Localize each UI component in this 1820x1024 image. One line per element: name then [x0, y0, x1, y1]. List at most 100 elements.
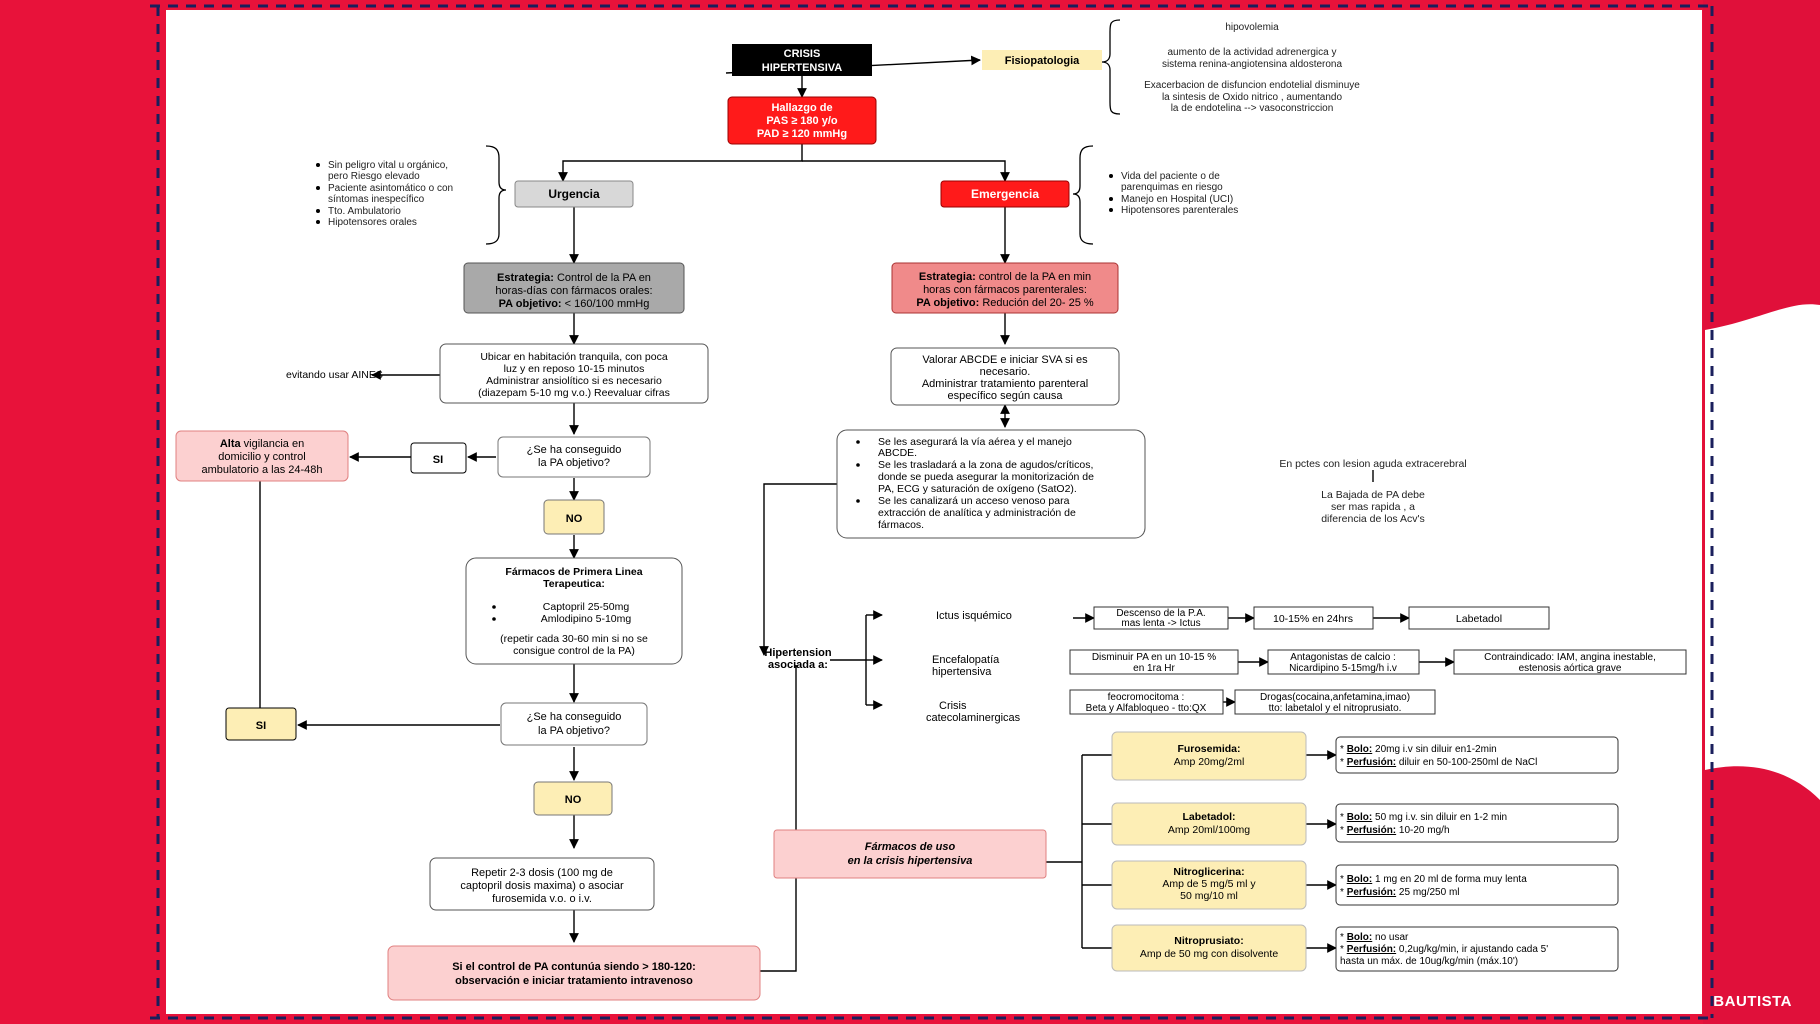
- svg-text:hipertensiva: hipertensiva: [932, 666, 992, 678]
- svg-text:Fármacos de uso: Fármacos de uso: [865, 841, 956, 853]
- svg-text:estenosis aórtica grave: estenosis aórtica grave: [1519, 663, 1622, 674]
- arrow-to-urgencia: [558, 144, 803, 182]
- svg-text:* Bolo: 20mg i.v sin diluir e: * Bolo: 20mg i.v sin diluir en1-2min: [1340, 744, 1497, 755]
- brace-emergencia: [1072, 145, 1094, 245]
- svg-text:diferencia de los Acv's: diferencia de los Acv's: [1321, 513, 1425, 525]
- svg-text:Nitroprusiato:: Nitroprusiato:: [1174, 935, 1243, 947]
- drug-nitroglicerina-dose: * Bolo: 1 mg en 20 ml de forma muy lenta…: [1335, 864, 1619, 906]
- svg-text:Amp 20ml/100mg: Amp 20ml/100mg: [1168, 824, 1250, 836]
- svg-text:Valorar ABCDE e iniciar SVA si: Valorar ABCDE e iniciar SVA si es: [922, 354, 1088, 366]
- drug-nitroprusiato-dose: * Bolo: no usar * Perfusión: 0,2ug/kg/mi…: [1335, 926, 1619, 972]
- svg-text:hipovolemia: hipovolemia: [1225, 22, 1279, 33]
- crisis-b2: Drogas(cocaina,anfetamina,imao) tto: lab…: [1234, 689, 1436, 715]
- drug-nitroprusiato: Nitroprusiato: Amp de 50 mg con disolven…: [1111, 924, 1307, 972]
- encef-b2: Antagonistas de calcio : Nicardipino 5-1…: [1267, 649, 1420, 675]
- svg-text:Amp de 50 mg con disolvente: Amp de 50 mg con disolvente: [1140, 948, 1278, 960]
- svg-text:necesario.: necesario.: [980, 366, 1031, 378]
- svg-text:Fármacos de Primera Linea: Fármacos de Primera Linea: [505, 566, 642, 578]
- svg-text:PA objetivo: Redución del 20-: PA objetivo: Redución del 20- 25 %: [916, 297, 1094, 309]
- svg-text:Hallazgo de: Hallazgo de: [771, 102, 832, 114]
- repetir-box: Repetir 2-3 dosis (100 mg de captopril d…: [429, 857, 655, 911]
- ictus-b1: Descenso de la P.A. mas lenta -> Ictus: [1093, 606, 1229, 630]
- lesion-note: En pctes con lesion aguda extracerebral …: [1279, 458, 1466, 525]
- side-wave-shape: [1705, 304, 1820, 800]
- farmacos-primera-linea-box: Fármacos de Primera Linea Terapeutica: C…: [465, 557, 683, 665]
- svg-text:ser mas rapida , a: ser mas rapida , a: [1331, 501, 1415, 513]
- svg-text:Paciente asintomático o con: Paciente asintomático o con: [328, 183, 453, 194]
- valorar-box: Valorar ABCDE e iniciar SVA si es necesa…: [890, 347, 1120, 406]
- encef-b1: Disminuir PA en un 10-15 % en 1ra Hr: [1069, 649, 1239, 675]
- svg-text:Alta vigilancia en: Alta vigilancia en: [220, 438, 304, 450]
- svg-text:* Perfusión: diluir en 50-100-: * Perfusión: diluir en 50-100-250ml de N…: [1340, 757, 1537, 768]
- svg-text:* Bolo: 50 mg i.v. sin diluir: * Bolo: 50 mg i.v. sin diluir en 1-2 min: [1340, 812, 1507, 823]
- svg-text:la PA objetivo?: la PA objetivo?: [538, 725, 610, 737]
- svg-text:Administrar ansiolítico si es: Administrar ansiolítico si es necesario: [486, 375, 662, 387]
- svg-text:NO: NO: [566, 513, 583, 525]
- svg-text:en 1ra Hr: en 1ra Hr: [1133, 663, 1175, 674]
- brace-urgencia: [485, 145, 507, 245]
- svg-text:fármacos.: fármacos.: [878, 519, 924, 531]
- slide-canvas: CRISIS HIPERTENSIVA Fisiopatologia hipov…: [166, 10, 1702, 1014]
- hipertension-label: Hipertension asociada a:: [764, 647, 832, 671]
- ictus-b2: 10-15% en 24hrs: [1253, 606, 1374, 630]
- svg-text:Sin peligro vital u orgánico,: Sin peligro vital u orgánico,: [328, 160, 448, 171]
- svg-text:horas-días con fármacos orales: horas-días con fármacos orales:: [495, 285, 652, 297]
- svg-text:Terapeutica:: Terapeutica:: [543, 578, 605, 590]
- svg-text:Tto. Ambulatorio: Tto. Ambulatorio: [328, 206, 401, 217]
- svg-text:PA objetivo: < 160/100 mmHg: PA objetivo: < 160/100 mmHg: [499, 298, 650, 310]
- si2-box: SI: [225, 707, 297, 741]
- svg-text:Estrategia: control de la PA e: Estrategia: control de la PA en min: [919, 271, 1091, 283]
- brace-fisiopatologia: [1101, 19, 1121, 115]
- svg-text:parenquimas en riesgo: parenquimas en riesgo: [1121, 182, 1223, 193]
- svg-text:Labetadol:: Labetadol:: [1182, 811, 1235, 823]
- emergencia-bullets-box: Se les asegurará la vía aérea y el manej…: [836, 429, 1146, 539]
- svg-text:feocromocitoma :: feocromocitoma :: [1108, 692, 1185, 703]
- svg-text:pero Riesgo elevado: pero Riesgo elevado: [328, 171, 420, 182]
- ictus-label: Ictus isquémico: [936, 610, 1012, 622]
- svg-text:catecolaminergicas: catecolaminergicas: [926, 712, 1021, 724]
- svg-text:Ubicar en habitación tranquila: Ubicar en habitación tranquila, con poca: [480, 351, 668, 363]
- footer-brand: BAUTISTA: [1713, 993, 1792, 1010]
- svg-text:NO: NO: [565, 794, 582, 806]
- urgencia-box: Urgencia: [514, 180, 634, 208]
- svg-text:aumento de la actividad adrene: aumento de la actividad adrenergica y: [1168, 47, 1337, 58]
- svg-text:SI: SI: [256, 720, 266, 732]
- flowchart: CRISIS HIPERTENSIVA Fisiopatologia hipov…: [175, 19, 1687, 1001]
- svg-text:en la crisis hipertensiva: en la crisis hipertensiva: [848, 855, 973, 867]
- svg-text:observación e iniciar tratamie: observación e iniciar tratamiento intrav…: [455, 975, 693, 987]
- svg-text:Descenso de la P.A.: Descenso de la P.A.: [1116, 608, 1205, 619]
- svg-text:* Bolo: 1 mg en 20 ml de forma: * Bolo: 1 mg en 20 ml de forma muy lenta: [1340, 874, 1527, 885]
- no2-box: NO: [533, 781, 613, 816]
- svg-text:(repetir cada 30-60 min si no: (repetir cada 30-60 min si no se: [500, 633, 648, 645]
- svg-text:asociada a:: asociada a:: [768, 659, 828, 671]
- svg-text:la PA objetivo?: la PA objetivo?: [538, 457, 610, 469]
- drug-labetadol-dose: * Bolo: 50 mg i.v. sin diluir en 1-2 min…: [1335, 803, 1619, 843]
- encef-label: Encefalopatía hipertensiva: [932, 654, 1000, 678]
- svg-text:Nicardipino 5-15mg/h i.v: Nicardipino 5-15mg/h i.v: [1289, 663, 1397, 674]
- hallazgo-box: Hallazgo de PAS ≥ 180 y/o PAD ≥ 120 mmHg: [727, 96, 877, 145]
- svg-text:ambulatorio a las 24-48h: ambulatorio a las 24-48h: [201, 464, 322, 476]
- svg-text:¿Se ha conseguido: ¿Se ha conseguido: [527, 711, 622, 723]
- svg-text:CRISIS: CRISIS: [784, 48, 821, 60]
- svg-text:Furosemida:: Furosemida:: [1177, 743, 1240, 755]
- svg-text:En pctes con lesion aguda ext: En pctes con lesion aguda extracerebral: [1279, 458, 1466, 470]
- fisiopatologia-list: hipovolemia aumento de la actividad adre…: [1144, 22, 1360, 114]
- svg-text:consigue control de la PA): consigue control de la PA): [513, 645, 635, 657]
- aines-note: evitando usar AINES: [286, 369, 383, 381]
- svg-text:Manejo en Hospital (UCI): Manejo en Hospital (UCI): [1121, 194, 1233, 205]
- drug-labetadol: Labetadol: Amp 20ml/100mg: [1111, 802, 1307, 846]
- svg-text:hasta un máx. de 10ug/kg/min (: hasta un máx. de 10ug/kg/min (máx.10'): [1340, 956, 1518, 967]
- svg-text:Beta y Alfabloqueo - tto:QX: Beta y Alfabloqueo - tto:QX: [1086, 703, 1207, 714]
- farmacos-uso-box: Fármacos de uso en la crisis hipertensiv…: [773, 829, 1047, 879]
- svg-text:Repetir 2-3 dosis (100 mg de: Repetir 2-3 dosis (100 mg de: [471, 867, 613, 879]
- svg-text:Fisiopatologia: Fisiopatologia: [1005, 55, 1080, 67]
- svg-text:Hipertension: Hipertension: [764, 647, 832, 659]
- svg-text:luz y en reposo 10-15 minutos: luz y en reposo 10-15 minutos: [504, 363, 645, 375]
- alta-box: Alta vigilancia en domicilio y control a…: [175, 430, 349, 482]
- svg-text:Amp de 5 mg/5 ml y: Amp de 5 mg/5 ml y: [1162, 878, 1256, 890]
- si1-box: SI: [410, 442, 467, 474]
- svg-text:PAD ≥ 120 mmHg: PAD ≥ 120 mmHg: [757, 128, 847, 140]
- svg-text:Si el control de PA contunúa s: Si el control de PA contunúa siendo > 18…: [452, 961, 696, 973]
- svg-text:Hipotensores orales: Hipotensores orales: [328, 217, 417, 228]
- svg-text:Se les canalizará un acceso ve: Se les canalizará un acceso venoso para: [878, 495, 1070, 507]
